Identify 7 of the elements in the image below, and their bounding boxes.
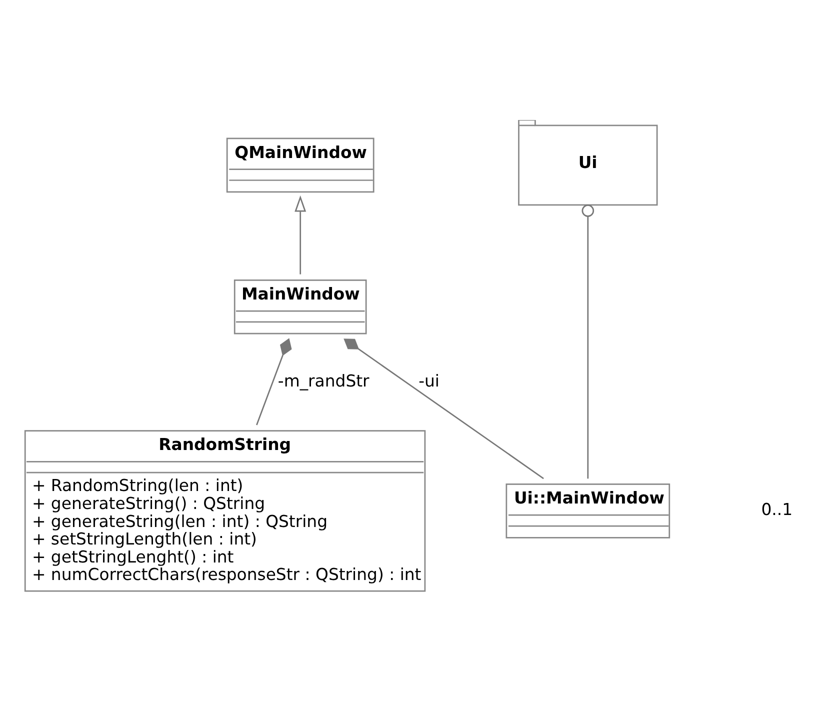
connector: [582, 204, 594, 479]
connector: [256, 338, 292, 426]
connector: [344, 338, 544, 480]
edge-label: -ui: [418, 371, 440, 390]
edge-label: -m_randStr: [278, 371, 370, 390]
arrow: [294, 195, 306, 274]
label: 0..1: [761, 500, 793, 520]
